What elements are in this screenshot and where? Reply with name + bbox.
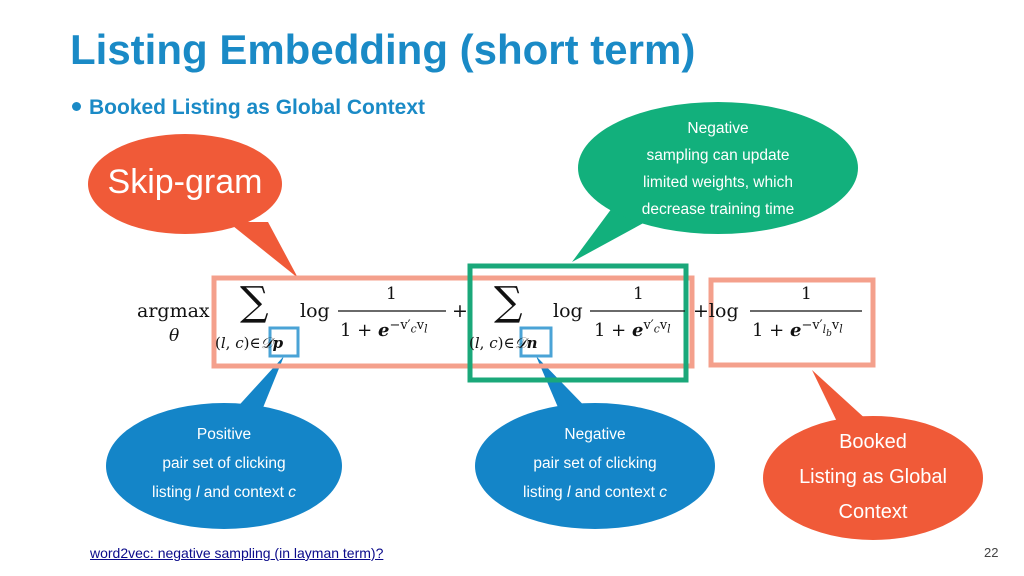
skipgram-callout-tail — [228, 222, 298, 278]
booked-callout-text: Booked Listing as Global Context — [765, 425, 981, 530]
booked-term-box — [708, 277, 876, 368]
negative-line-1: Negative — [564, 426, 626, 443]
sum-symbol-2: ∑ — [494, 279, 523, 325]
negative-sampling-line-4: decrease training time — [641, 201, 795, 218]
negative-sampling-line-1: Negative — [687, 120, 749, 137]
theta-symbol: θ — [169, 326, 180, 346]
numerator-1: 1 — [386, 284, 397, 304]
skipgram-callout-text: Skip-gram — [107, 163, 263, 201]
positive-callout-bubble — [106, 403, 342, 529]
bullet-text: Booked Listing as Global Context — [89, 96, 426, 119]
negative-line-3: listing l and context c — [523, 484, 667, 501]
positive-line-2: pair set of clicking — [162, 455, 286, 472]
negative-line-2: pair set of clicking — [533, 455, 657, 472]
booked-line-3: Context — [838, 501, 908, 523]
numerator-3: 1 — [801, 284, 812, 304]
dn-box — [519, 326, 553, 358]
negative-sampling-line-3: limited weights, which — [643, 174, 793, 191]
booked-line-1: Booked — [839, 431, 907, 453]
word2vec-reference-link[interactable]: word2vec: negative sampling (in layman t… — [90, 545, 384, 561]
skipgram-callout-bubble — [88, 134, 282, 234]
skipgram-term-box — [211, 275, 695, 369]
plus-1: + — [452, 300, 468, 322]
denominator-1: 1 + e−v′cvl — [340, 318, 428, 341]
booked-callout-bubble — [763, 416, 983, 540]
denominator-3: 1 + e−v′lbvl — [752, 318, 843, 341]
log-1: log — [300, 300, 330, 322]
bullet-dot-icon — [72, 101, 81, 111]
negative-sampling-line-2: sampling can update — [646, 147, 790, 164]
sum-subscript-2: (l, c)∈𝒟n — [469, 334, 538, 352]
negative-callout-bubble — [475, 403, 715, 529]
page-number: 22 — [984, 545, 999, 560]
slide-title: Listing Embedding (short term) — [70, 26, 696, 73]
positive-callout-text: Positive pair set of clicking listing l … — [110, 420, 338, 507]
plus-log-3: +log — [693, 300, 739, 322]
positive-line-1: Positive — [196, 426, 252, 443]
dp-box — [268, 326, 300, 358]
negative-callout-text: Negative pair set of clicking listing l … — [480, 420, 710, 507]
negative-sampling-callout-bubble — [578, 102, 858, 234]
negative-term-box — [467, 263, 689, 383]
sum-subscript-1: (l, c)∈𝒟p — [215, 334, 284, 352]
sum-symbol-1: ∑ — [240, 279, 269, 325]
log-2: log — [553, 300, 583, 322]
bullet-point: Booked Listing as Global Context — [72, 96, 425, 120]
booked-line-2: Listing as Global — [799, 466, 947, 488]
negative-sampling-callout-text: Negative sampling can update limited wei… — [590, 115, 846, 223]
argmax-operator: argmax — [137, 300, 210, 322]
denominator-2: 1 + ev′cvl — [594, 318, 671, 341]
positive-line-3: listing l and context c — [152, 484, 296, 501]
numerator-2: 1 — [633, 284, 644, 304]
